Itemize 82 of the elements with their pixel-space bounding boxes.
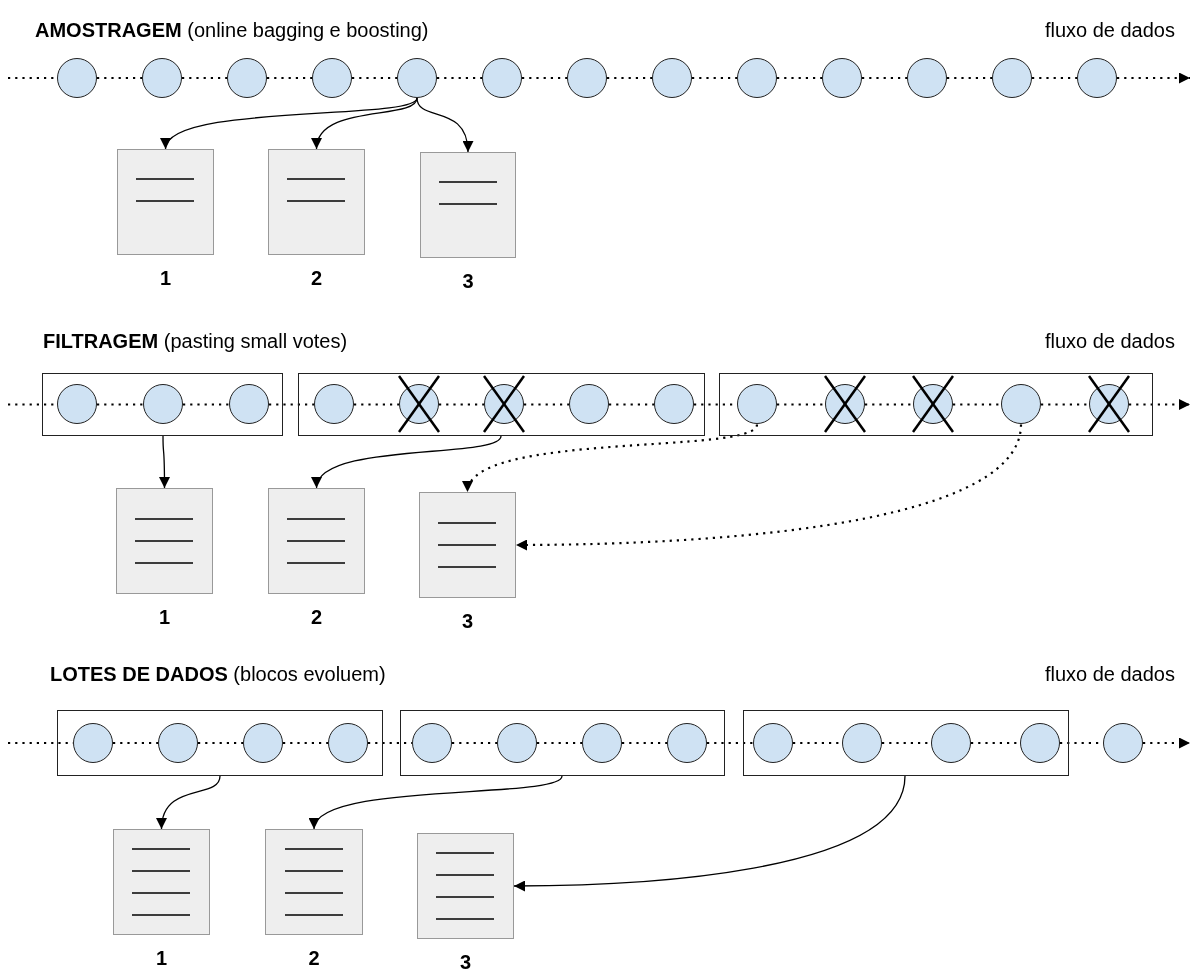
dotted-arrow [1143,737,1190,749]
dotted-line [707,741,753,745]
dotted-line [183,403,229,406]
dotted-line [609,403,654,406]
dotted-line [522,76,567,80]
document-box [419,492,516,598]
dotted-line [622,741,667,745]
data-point-circle [1077,58,1117,98]
data-point-circle [652,58,692,98]
data-point-circle [992,58,1032,98]
data-point-circle [822,58,862,98]
data-point-circle [482,58,522,98]
document-number: 2 [309,267,324,289]
dotted-line [537,741,582,745]
data-point-circle [142,58,182,98]
document-number: 1 [158,267,173,289]
dotted-line [269,403,314,406]
batch-box [400,710,725,776]
document-box [268,488,365,594]
data-point-circle [397,58,437,98]
document-box [116,488,213,594]
batch-box [743,710,1069,776]
dotted-line [607,76,652,80]
dotted-line [437,76,482,80]
stream-label: fluxo de dados [1044,662,1175,686]
dotted-line [97,76,142,80]
arrow [157,775,221,830]
arrow [513,775,906,892]
dotted-line [865,403,913,406]
arrow [158,435,170,489]
document-box [420,152,516,258]
section-heading: LOTES DE DADOS (blocos evoluem) [50,662,386,686]
data-point-circle [1103,723,1143,763]
data-point-circle [737,58,777,98]
document-number: 3 [458,951,473,971]
dotted-line [198,741,243,745]
data-point-circle [227,58,267,98]
arrow [416,97,473,153]
data-point-circle [907,58,947,98]
data-point-circle [57,58,97,98]
document-number: 3 [461,270,475,292]
document-box [417,833,514,939]
dotted-arrow [1129,399,1190,410]
dotted-line [862,76,907,80]
stream-label: fluxo de dados [1044,18,1175,42]
dotted-line [1041,403,1089,406]
dotted-line [777,403,825,406]
document-box [265,829,363,935]
batch-box [298,373,705,436]
dotted-line [182,76,227,80]
dotted-line [692,76,737,80]
document-number: 1 [154,947,169,969]
dotted-line [524,403,569,406]
section-heading: FILTRAGEM (pasting small votes) [43,329,348,353]
dotted-line [113,741,158,745]
document-box [268,149,365,255]
dotted-line [452,741,497,745]
dotted-line [97,403,143,406]
batch-box [42,373,283,436]
document-box [113,829,210,935]
dotted-line [947,76,992,80]
dotted-line [267,76,312,80]
stream-label: fluxo de dados [1044,329,1175,353]
dotted-line [953,403,1001,406]
dotted-arrow [1117,72,1190,84]
document-number: 2 [309,606,324,628]
section-heading: AMOSTRAGEM (online bagging e boosting) [35,18,429,42]
dotted-line [283,741,328,745]
data-point-circle [312,58,352,98]
dotted-line [439,403,484,406]
document-number: 3 [460,610,475,632]
dotted-line [777,76,822,80]
document-number: 2 [307,947,321,969]
data-point-circle [567,58,607,98]
batch-box [57,710,383,776]
batch-box [719,373,1153,436]
dotted-line [352,76,397,80]
dotted-line [354,403,399,406]
document-box [117,149,214,255]
dotted-line [1032,76,1077,80]
arrow [314,435,502,489]
document-number: 1 [157,606,172,628]
